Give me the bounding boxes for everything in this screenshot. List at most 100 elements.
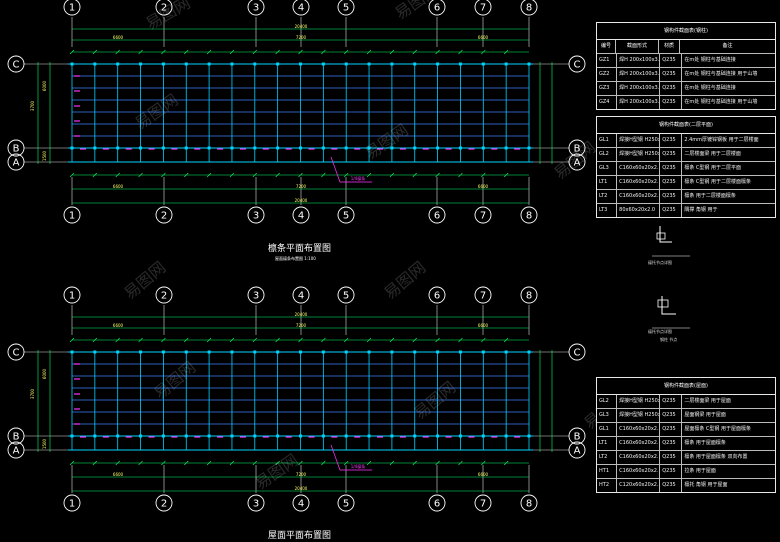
table-cell: C160x60x20x2.5 (617, 190, 661, 203)
axis-bubble (474, 206, 492, 224)
dimension-tick (115, 337, 120, 343)
column-marker (390, 350, 394, 354)
column-marker (436, 350, 440, 354)
dimension-tick (161, 460, 166, 466)
table-cell: 檩条 用于屋面檩条 双向布置 (684, 454, 748, 460)
axis-bubble (155, 286, 173, 304)
column-marker (276, 434, 280, 438)
dimension-tick (343, 172, 349, 178)
table-cell: Q235 (660, 68, 683, 81)
dimension-tick (229, 49, 235, 55)
column-marker (367, 350, 371, 354)
dimension-tick (184, 460, 189, 466)
column-marker (436, 434, 440, 438)
dimension-tick (206, 460, 212, 466)
detail2-sublabel: 钢柱 节点 (660, 337, 678, 342)
dimension-text: 7200 (296, 35, 307, 40)
dimension-tick (298, 172, 303, 178)
axis-bubble (428, 494, 446, 512)
table-cell: Q235 (660, 204, 683, 217)
dimension-text: 6000 (42, 368, 47, 379)
row-axis-bubble (7, 441, 25, 459)
axis-label: 6 (434, 211, 440, 222)
table-cell: C160x60x20x2.5 (617, 451, 661, 464)
table-cell: 在m处 钢柱与基础连接 (684, 85, 736, 91)
row-axis-label: C (574, 348, 581, 359)
dimension-tick (206, 172, 212, 178)
column-marker (70, 62, 74, 66)
column-marker (116, 146, 120, 150)
dimension-text: 7200 (296, 323, 307, 328)
column-marker (458, 146, 462, 150)
dimension-tick (343, 337, 349, 343)
dimension-tick (298, 49, 303, 55)
dimension-tick (184, 337, 189, 343)
dimension-tick (389, 172, 395, 178)
dimension-text: 3700 (30, 100, 35, 111)
axis-label: 3 (253, 291, 259, 302)
table-header-row: 编号 截面形式 材质 备注 (597, 40, 775, 54)
dimension-tick (389, 460, 395, 466)
table-cell: 在m处 钢柱与基础连接 (684, 57, 736, 63)
table-header-cell: 编号 (597, 40, 616, 53)
axis-bubble (520, 0, 538, 16)
dimension-tick (481, 460, 486, 466)
column-marker (436, 62, 440, 66)
axis-bubble (428, 286, 446, 304)
axis-bubble (247, 286, 265, 304)
column-marker (390, 62, 394, 66)
detail1-label: 檩托节点详图 (648, 260, 672, 265)
table-cell: Q235 (660, 479, 683, 492)
dimension-tick (138, 460, 143, 466)
column-marker (299, 434, 302, 438)
row-axis-bubble (568, 427, 586, 445)
column-marker (93, 62, 97, 66)
dimension-text: 3700 (30, 388, 35, 399)
table-cell: C160x60x20x2.5 (617, 176, 661, 189)
dimension-tick (161, 49, 166, 55)
row-axis-label: A (13, 446, 20, 457)
dimension-tick (138, 49, 143, 55)
axis-bubble (428, 206, 446, 224)
table-cell: Q235 (660, 465, 683, 478)
axis-bubble (155, 494, 173, 512)
column-marker (93, 350, 97, 354)
axis-label: 3 (253, 211, 259, 222)
dimension-tick (161, 337, 166, 343)
detail2-label: 檩托节点详图 (648, 329, 672, 334)
dimension-tick (435, 337, 440, 343)
column-marker (230, 146, 234, 150)
table-header-cell: 截面形式 (616, 40, 659, 53)
column-marker (413, 350, 417, 354)
dimension-text: 6600 (478, 35, 489, 40)
dimension-tick (481, 49, 486, 55)
dimension-tick (343, 460, 349, 466)
dimension-tick (458, 172, 463, 178)
dimension-tick (412, 337, 417, 343)
dimension-tick (69, 337, 75, 343)
axis-label: 6 (434, 291, 440, 302)
axis-bubble (474, 0, 492, 16)
column-marker (504, 146, 508, 150)
dimension-tick (115, 49, 120, 55)
row-axis-bubble (7, 343, 25, 361)
column-marker (139, 350, 143, 354)
callout-text: 1/4檩条 (351, 175, 365, 181)
row-axis-label: B (13, 144, 20, 155)
table-cell: Q235 (660, 162, 683, 175)
axis-bubble (474, 286, 492, 304)
column-marker (253, 350, 257, 354)
dimension-tick (389, 49, 395, 55)
axis-label: 1 (69, 291, 75, 302)
axis-bubble (292, 494, 310, 512)
dimension-tick (275, 337, 280, 343)
dimension-tick (184, 172, 189, 178)
table-cell: 在m处 钢柱与基础连接 用于山墙 (684, 99, 758, 105)
table-cell: LT3 (597, 204, 618, 217)
